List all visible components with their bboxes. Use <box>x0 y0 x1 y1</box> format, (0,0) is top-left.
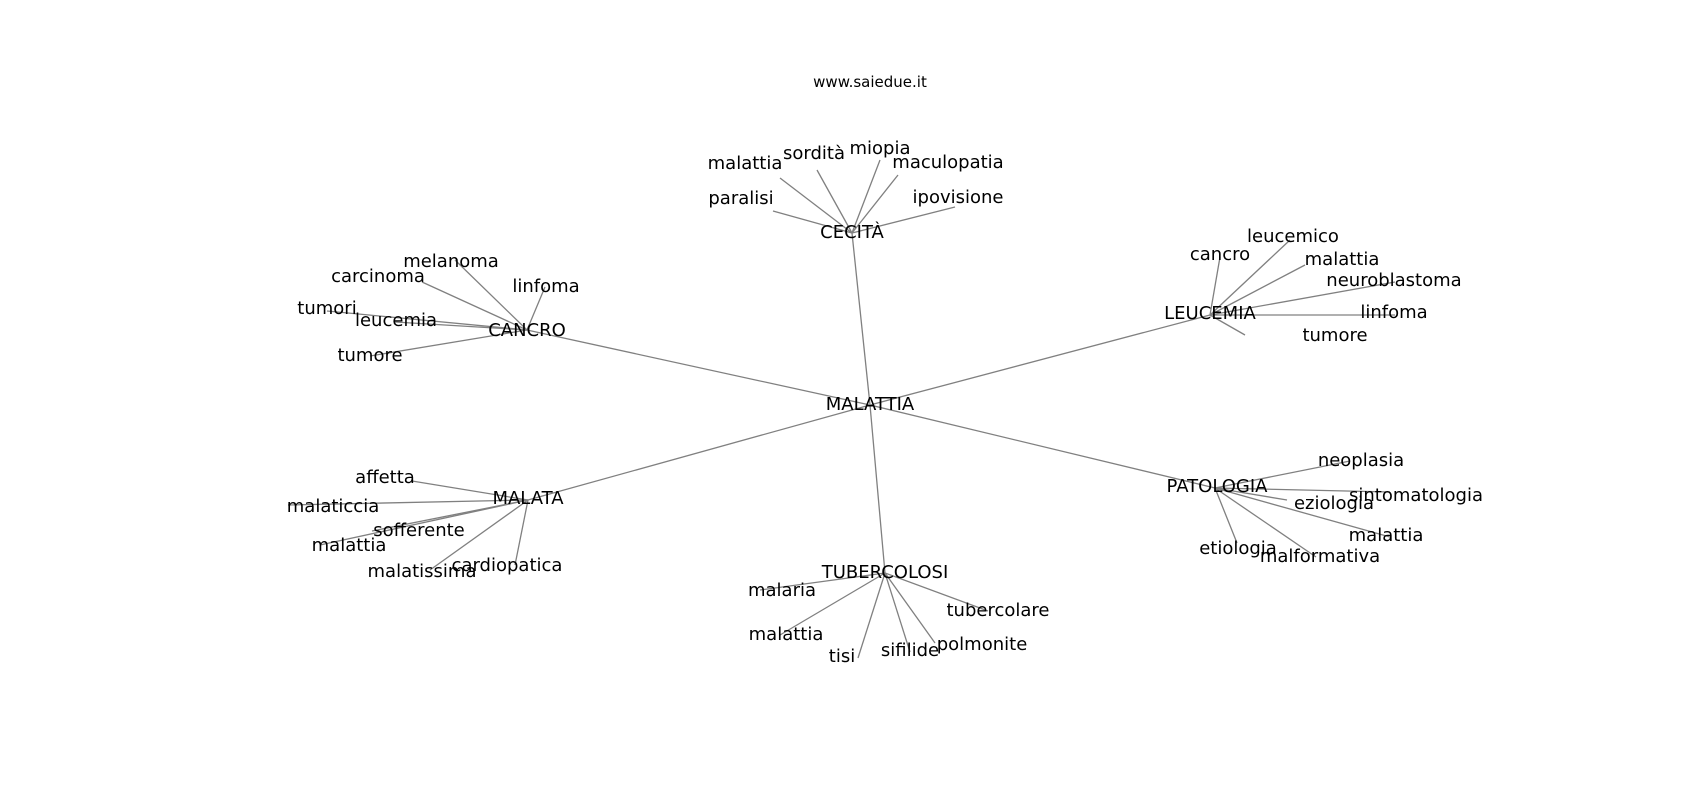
edge-malata-4 <box>429 499 529 571</box>
edge-patologia-5 <box>1214 487 1317 558</box>
leaf-node-tubercolosi-2: malattia <box>749 624 824 645</box>
leaf-node-malata-3: malattia <box>312 535 387 556</box>
site-url-label: www.saiedue.it <box>813 73 927 91</box>
leaf-node-cecita-4: paralisi <box>708 188 773 209</box>
leaf-node-tubercolosi-3: polmonite <box>937 634 1028 655</box>
edge-tubercolosi-0 <box>759 572 886 591</box>
leaf-node-malata-5: cardiopatica <box>452 555 563 576</box>
edge-tubercolosi-3 <box>884 572 936 644</box>
edge-cecita-4 <box>772 210 853 234</box>
edge-patologia-0 <box>1214 460 1351 489</box>
cluster-node-cecita: CECITÀ <box>820 221 884 243</box>
leaf-node-malata-1: malaticcia <box>287 496 379 517</box>
edge-malata-0 <box>411 480 529 501</box>
leaf-node-patologia-3: malattia <box>1349 525 1424 546</box>
edge-cecita-2 <box>851 159 881 234</box>
leaf-node-leucemia-2: malattia <box>1305 249 1380 270</box>
edge-leucemia-1 <box>1209 256 1221 316</box>
edge-leucemia-5 <box>1209 314 1246 336</box>
edge-root-leucemia <box>869 314 1211 406</box>
leaf-node-cancro-2: linfoma <box>512 276 579 297</box>
leaf-node-malata-2: sofferente <box>373 520 465 541</box>
edge-cancro-0 <box>454 259 528 331</box>
leaf-node-leucemia-0: leucemico <box>1247 226 1339 247</box>
edge-cecita-3 <box>851 174 899 234</box>
edge-cancro-1 <box>421 281 528 331</box>
leaf-node-patologia-0: neoplasia <box>1318 450 1404 471</box>
edge-cancro-4 <box>394 321 528 331</box>
leaf-node-malata-4: malatissima <box>368 561 477 582</box>
leaf-node-leucemia-1: cancro <box>1190 244 1250 265</box>
edge-tubercolosi-2 <box>779 572 886 636</box>
edge-root-cancro <box>526 329 871 406</box>
leaf-node-cecita-0: malattia <box>708 153 783 174</box>
edge-patologia-1 <box>1214 487 1391 493</box>
edge-cecita-0 <box>779 177 853 234</box>
edge-cancro-3 <box>326 310 528 331</box>
leaf-node-cancro-5: tumore <box>337 345 402 366</box>
edge-malata-3 <box>319 499 529 546</box>
edge-leucemia-0 <box>1209 239 1291 316</box>
edge-tubercolosi-4 <box>884 572 911 653</box>
leaf-node-tubercolosi-4: sifilide <box>881 640 939 661</box>
leaf-node-patologia-1: sintomatologia <box>1349 485 1483 506</box>
edge-malata-1 <box>287 499 529 506</box>
edge-layer <box>287 159 1396 659</box>
cluster-node-tubercolosi: TUBERCOLOSI <box>821 562 949 583</box>
edge-cancro-5 <box>369 329 528 357</box>
leaf-node-cancro-4: leucemia <box>355 310 437 331</box>
leaf-node-tubercolosi-0: malaria <box>748 580 816 601</box>
leaf-node-leucemia-4: linfoma <box>1360 302 1427 323</box>
edge-leucemia-2 <box>1209 264 1306 316</box>
edge-cecita-5 <box>851 206 956 234</box>
edge-tubercolosi-5 <box>857 572 886 659</box>
edge-patologia-3 <box>1214 487 1391 538</box>
edge-patologia-4 <box>1214 487 1238 544</box>
leaf-node-patologia-2: eziologia <box>1294 493 1374 514</box>
leaf-node-leucemia-3: neuroblastoma <box>1326 270 1461 291</box>
leaf-node-tubercolosi-1: tubercolare <box>947 600 1050 621</box>
leaf-node-malata-0: affetta <box>355 467 415 488</box>
edge-cancro-2 <box>526 286 546 331</box>
edge-root-tubercolosi <box>869 404 886 574</box>
edge-cecita-1 <box>816 169 853 234</box>
edge-root-cecita <box>851 232 871 406</box>
root-node-label: MALATTIA <box>826 394 915 415</box>
cluster-node-malata: MALATA <box>492 488 564 509</box>
leaf-node-leucemia-5: tumore <box>1302 325 1367 346</box>
leaf-node-cecita-3: maculopatia <box>892 152 1003 173</box>
cluster-node-leucemia: LEUCEMIA <box>1164 303 1256 324</box>
leaf-node-cecita-2: miopia <box>849 138 910 159</box>
leaf-node-cancro-0: melanoma <box>403 251 499 272</box>
edge-root-malata <box>527 404 871 501</box>
leaf-node-cancro-3: tumori <box>297 298 356 319</box>
leaf-node-tubercolosi-5: tisi <box>829 646 855 667</box>
leaf-node-cecita-5: ipovisione <box>913 187 1004 208</box>
leaf-node-cancro-1: carcinoma <box>331 266 425 287</box>
edge-root-patologia <box>869 404 1216 489</box>
edge-leucemia-3 <box>1209 281 1396 316</box>
leaf-node-patologia-4: etiologia <box>1199 538 1277 559</box>
edge-malata-5 <box>514 499 529 566</box>
edge-tubercolosi-1 <box>884 572 989 612</box>
cluster-node-cancro: CANCRO <box>488 320 566 341</box>
edge-patologia-2 <box>1214 487 1288 501</box>
cluster-node-patologia: PATOLOGIA <box>1167 476 1269 497</box>
leaf-node-cecita-1: sordità <box>783 143 845 164</box>
leaf-node-patologia-5: malformativa <box>1260 546 1380 567</box>
